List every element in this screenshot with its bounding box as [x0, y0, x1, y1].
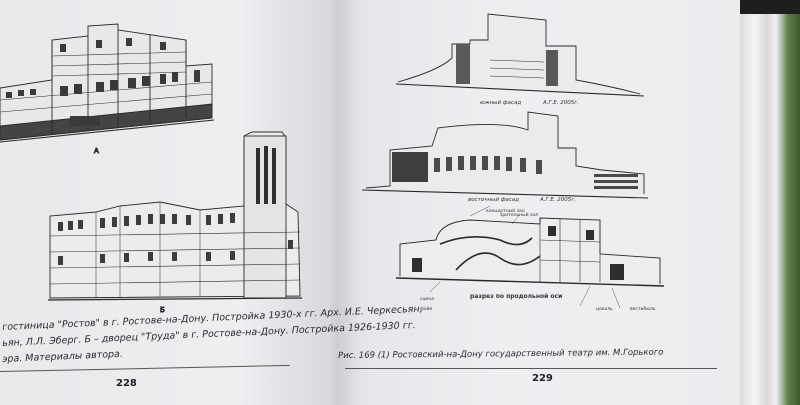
left-page-number: 228 — [116, 378, 137, 389]
book-edge — [740, 0, 800, 405]
svg-text:цоколь: цоколь — [596, 307, 613, 312]
figure-label-a: А — [94, 147, 99, 155]
svg-text:фойе: фойе — [420, 305, 433, 312]
svg-text:сцена: сцена — [420, 297, 434, 302]
figure-label-b: Б — [160, 306, 165, 314]
drawing-a-hotel-rostov: А — [0, 23, 215, 155]
drawing-b-palace-truda: Б — [47, 131, 303, 314]
svg-text:А.Г.Е. 2005г.: А.Г.Е. 2005г. — [539, 197, 576, 203]
svg-text:А.Г.Е. 2005г.: А.Г.Е. 2005г. — [542, 100, 579, 106]
drawing-east-facade: восточный фасад А.Г.Е. 2005г. — [361, 111, 649, 203]
drawing-longitudinal-section: концертный зал зрительный зал разрез по … — [395, 205, 665, 312]
svg-text:зрительный зал: зрительный зал — [500, 211, 538, 218]
book-edge-shadow — [740, 0, 800, 14]
right-footer-rule — [345, 368, 717, 369]
svg-text:концертный зал: концертный зал — [486, 207, 525, 214]
svg-text:вестибюль: вестибюль — [630, 306, 656, 312]
right-page-number: 229 — [532, 373, 553, 384]
drawing-south-facade: южный фасад А.Г.Е. 2005г. — [395, 13, 645, 106]
title-east-facade: восточный фасад — [468, 197, 519, 203]
title-south-facade: южный фасад — [480, 100, 521, 106]
title-section: разрез по продольной оси — [470, 293, 562, 300]
